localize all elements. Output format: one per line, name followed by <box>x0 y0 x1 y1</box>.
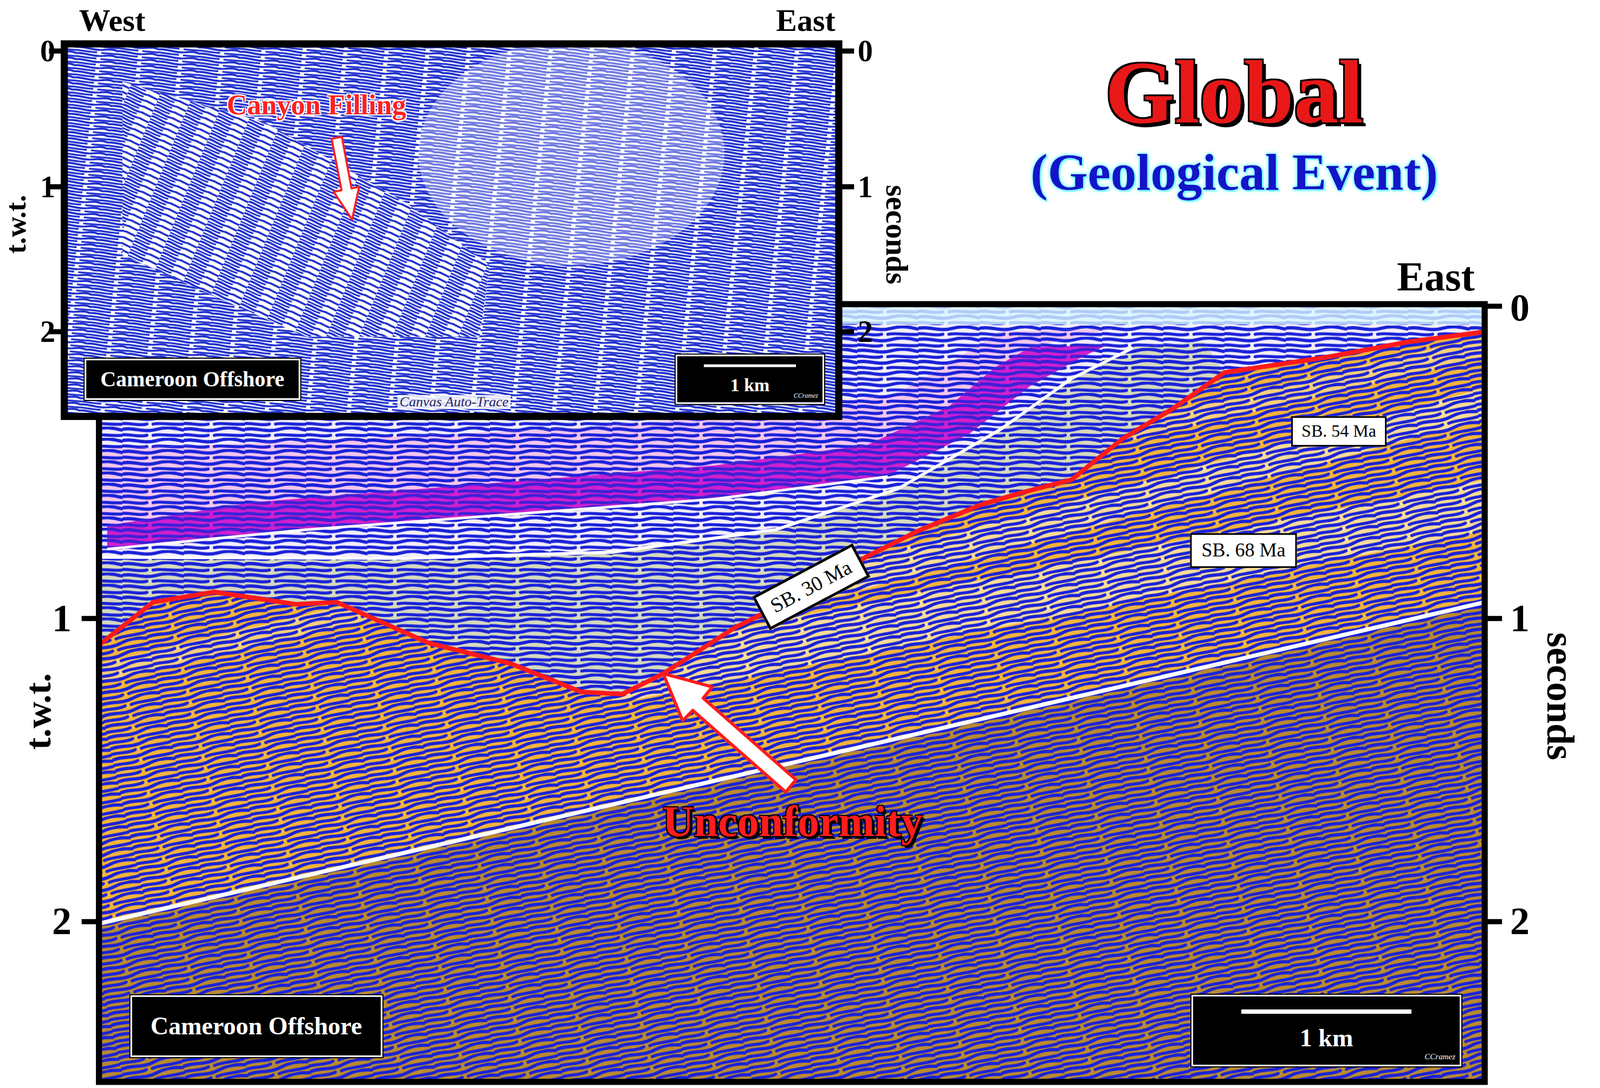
title: Global <box>1105 47 1364 138</box>
scale-bar <box>1241 1009 1412 1014</box>
author-mark: CCramez <box>793 392 819 400</box>
watermark: Canvas Auto-Trace <box>397 394 511 410</box>
box-text: Cameroon Offshore <box>100 367 285 391</box>
axis-title: seconds <box>881 184 912 285</box>
annotation: Canyon Filling <box>227 91 407 120</box>
axis-number: 0 <box>40 35 56 67</box>
box-text: 1 km <box>730 374 770 395</box>
horizon-tag: SB. 54 Ma <box>1291 416 1387 447</box>
axis-title: seconds <box>1540 632 1580 761</box>
axis-number: 2 <box>857 316 873 347</box>
subtitle: (Geological Event) <box>1030 146 1438 199</box>
box-text: SB. 68 Ma <box>1201 540 1286 561</box>
axis-number: 1 <box>1510 598 1530 638</box>
scale-box: 1 km CCramez <box>1191 994 1462 1067</box>
axis-number: 2 <box>1510 901 1530 941</box>
axis-title: t.w.t. <box>19 672 57 750</box>
direction-label: East <box>1396 255 1475 297</box>
location-box: Cameroon Offshore <box>130 995 383 1058</box>
axis-number: 0 <box>1510 288 1530 328</box>
axis-number: 0 <box>857 35 873 67</box>
box-text: Cameroon Offshore <box>150 1013 363 1040</box>
direction-label: West <box>79 4 146 37</box>
axis-number: 1 <box>40 171 56 203</box>
box-text: SB. 30 Ma <box>766 556 855 618</box>
scale-bar <box>703 364 796 367</box>
scale-box: 1 km CCramez <box>675 354 825 405</box>
location-box: Cameroon Offshore <box>84 358 301 400</box>
axis-number: 1 <box>857 171 873 203</box>
horizon-tag: SB. 68 Ma <box>1189 533 1297 568</box>
box-text: SB. 54 Ma <box>1301 422 1377 441</box>
axis-title: t.w.t. <box>2 195 31 254</box>
axis-number: 1 <box>52 598 72 638</box>
box-text: 1 km <box>1299 1025 1353 1052</box>
axis-number: 2 <box>52 901 72 941</box>
annotation: Unconformity <box>662 799 923 844</box>
horizon-tag: SB. 30 Ma <box>752 543 871 631</box>
axis-number: 2 <box>40 316 56 347</box>
direction-label: East <box>775 4 836 37</box>
author-mark: CCramez <box>1424 1052 1456 1062</box>
